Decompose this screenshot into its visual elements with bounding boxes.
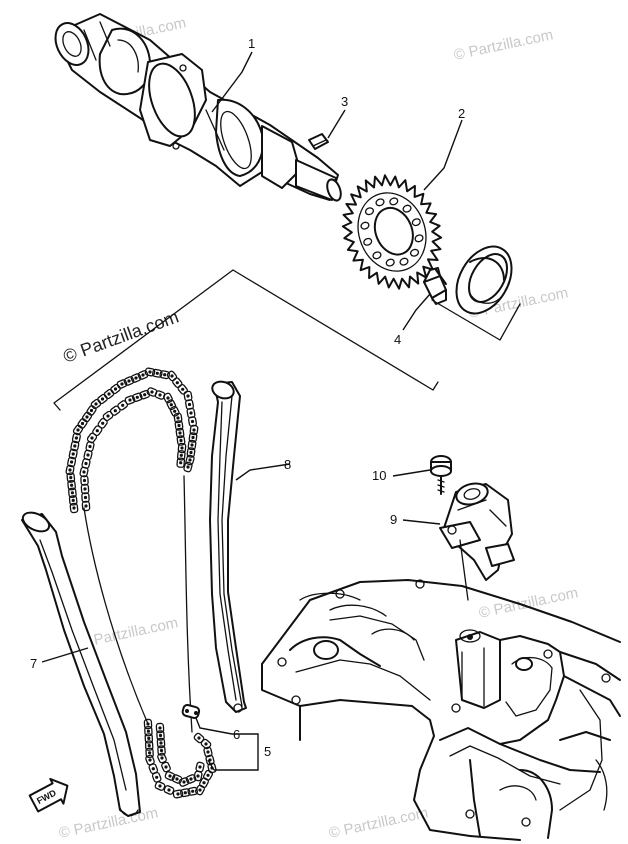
callout-6: 6 (233, 727, 240, 742)
camshaft-part (54, 13, 342, 202)
callout-8: 8 (284, 457, 291, 472)
chain-guide-part (209, 380, 247, 713)
watermark-text: © Partzilla.com (327, 804, 429, 842)
leader-lines (41, 51, 463, 771)
callout-3: 3 (341, 94, 348, 109)
callout-10: 10 (372, 468, 386, 483)
watermark-primary: © Partzilla.com (61, 306, 182, 366)
chain-tensioner-part (439, 482, 515, 601)
seal-washer-part (455, 245, 513, 315)
timing-chain-lower-part (143, 718, 217, 799)
watermark-text: © Partzilla.com (452, 26, 554, 64)
master-link-part (181, 703, 201, 719)
watermark-text: © Partzilla.com (477, 584, 579, 622)
watermark-text: © Partzilla.com (57, 804, 159, 842)
callout-1: 1 (248, 36, 255, 51)
callout-9: 9 (390, 512, 397, 527)
sprocket-bolt-part (423, 267, 447, 305)
fwd-arrow-icon: FWD (28, 777, 69, 813)
callout-7: 7 (30, 656, 37, 671)
callout-5: 5 (264, 744, 271, 759)
callout-4: 4 (394, 332, 401, 347)
reference-outline (53, 269, 521, 411)
callout-2: 2 (458, 106, 465, 121)
cylinder-head-part (261, 579, 621, 841)
tensioner-guide-part (21, 511, 141, 817)
cam-sprocket-part (341, 174, 443, 290)
callout-labels: 1 2 3 4 5 6 7 8 9 10 (30, 36, 465, 759)
tensioner-bolt-part (430, 455, 452, 495)
timing-chain-upper-part (65, 367, 199, 733)
dowel-pin-part (308, 133, 329, 150)
